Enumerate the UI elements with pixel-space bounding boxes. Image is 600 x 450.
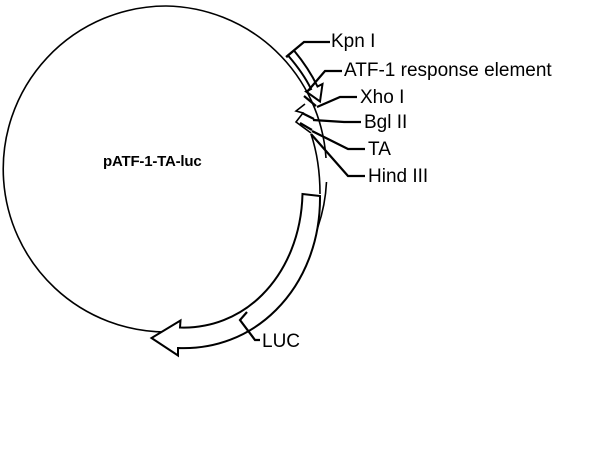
label-luc: LUC: [262, 331, 300, 352]
leader-line-xho-i: [316, 95, 357, 109]
mcs-tick-mid: [301, 112, 315, 120]
label-kpn-i: Kpn I: [331, 31, 375, 52]
label-atf1-response-element: ATF-1 response element: [344, 60, 552, 81]
leader-line-kpn-i: [285, 40, 330, 58]
backbone-right-segment: [310, 133, 321, 195]
leader-kpn-i: [285, 40, 330, 58]
feature-atf1-response-element: [285, 49, 324, 104]
leader-bgl-ii: [312, 118, 361, 124]
leader-atf1-response-element: [306, 69, 342, 93]
label-xho-i: Xho I: [360, 87, 404, 108]
label-bgl-ii: Bgl II: [364, 112, 407, 133]
feature-luc: [149, 192, 322, 358]
atf1-response-element-band: [285, 49, 324, 104]
leader-luc: [238, 311, 260, 342]
leader-line-bgl-ii: [312, 118, 361, 124]
leader-line-atf1-response-element: [306, 69, 342, 93]
backbone-segment-mcs-to-luc: [310, 133, 321, 195]
mcs-tick-lower: [299, 122, 313, 131]
label-hind-iii: Hind III: [368, 166, 428, 187]
mcs-tick-upper: [303, 95, 317, 107]
luc-arrow-band: [149, 192, 322, 358]
leader-line-ta: [311, 130, 365, 151]
plasmid-name-label: pATF-1-TA-luc: [103, 153, 202, 170]
leader-line-luc: [238, 311, 260, 342]
leader-line-hind-iii: [310, 133, 365, 178]
mcs-site-chevron: [294, 103, 312, 134]
mcs-site-cluster: [294, 95, 317, 134]
leader-hind-iii: [310, 133, 365, 178]
leader-ta: [311, 130, 365, 151]
label-ta: TA: [368, 139, 391, 160]
leader-xho-i: [316, 95, 357, 109]
